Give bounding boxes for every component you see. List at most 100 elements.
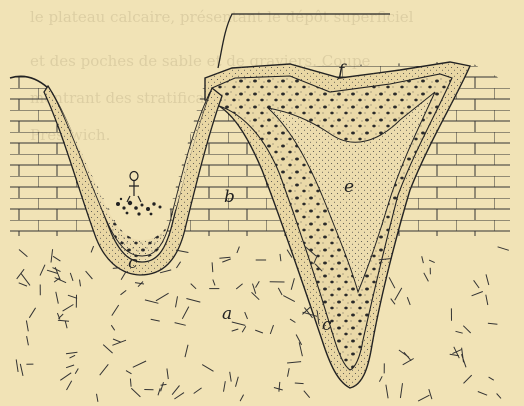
hatch-stroke xyxy=(135,283,144,284)
hatch-stroke xyxy=(429,260,435,263)
hatch-stroke xyxy=(70,355,76,358)
hatch-stroke xyxy=(391,299,395,305)
hatch-stroke xyxy=(291,278,294,290)
hatch-stroke xyxy=(232,329,239,331)
hatch-stroke xyxy=(464,375,472,383)
label-c-left: c xyxy=(128,253,138,273)
label-c-right: c xyxy=(322,315,332,335)
hatch-stroke xyxy=(295,383,304,384)
hatch-stroke xyxy=(237,247,240,253)
hatch-stroke xyxy=(111,325,114,330)
hatch-stroke xyxy=(462,354,467,367)
hatch-stroke xyxy=(253,284,256,294)
hatch-stroke xyxy=(472,292,483,296)
hatch-stroke xyxy=(176,250,188,252)
hatch-stroke xyxy=(17,269,24,279)
hatch-stroke xyxy=(130,379,131,387)
small-object-figure xyxy=(127,172,141,203)
hatch-stroke xyxy=(67,381,72,390)
hatch-stroke xyxy=(186,299,200,303)
hatch-stroke xyxy=(489,377,494,380)
hatch-stroke xyxy=(486,295,488,305)
label-a: a xyxy=(222,304,232,324)
hatch-stroke xyxy=(56,292,59,304)
hatch-stroke xyxy=(219,257,230,258)
hatch-stroke xyxy=(133,361,146,367)
hatch-stroke xyxy=(288,368,290,377)
hatch-stroke xyxy=(245,312,248,319)
hatch-stroke xyxy=(53,256,60,261)
hatch-stroke xyxy=(232,322,246,325)
hatch-stroke xyxy=(97,394,98,402)
hatch-stroke xyxy=(255,330,263,333)
hatch-stroke xyxy=(236,377,239,387)
hatch-stroke xyxy=(488,323,498,324)
hatch-stroke xyxy=(65,321,67,329)
hatch-stroke xyxy=(270,325,273,334)
hatch-stroke xyxy=(103,345,112,354)
hatch-stroke xyxy=(230,372,232,382)
hatch-stroke xyxy=(113,268,120,269)
hatch-stroke xyxy=(126,371,132,374)
hatch-stroke xyxy=(131,388,140,397)
hatch-stroke xyxy=(224,381,226,392)
hatch-stroke xyxy=(16,359,18,372)
hatch-stroke xyxy=(19,250,27,257)
hatch-stroke xyxy=(386,385,388,399)
lower-clay-hatching xyxy=(16,246,509,402)
hatch-stroke xyxy=(26,321,28,332)
hatch-stroke xyxy=(40,265,45,276)
hatch-stroke xyxy=(86,271,93,279)
hatch-stroke xyxy=(403,359,414,365)
hatch-stroke xyxy=(194,388,202,394)
hatch-stroke xyxy=(156,293,169,301)
hatch-stroke xyxy=(424,273,429,282)
hatch-stroke xyxy=(478,392,487,396)
hatch-stroke xyxy=(379,376,382,381)
hatch-stroke xyxy=(422,256,424,263)
hatch-stroke xyxy=(278,288,282,295)
hatch-stroke xyxy=(498,247,509,251)
hatch-stroke xyxy=(29,308,35,318)
hatch-stroke xyxy=(160,270,171,273)
hatch-stroke xyxy=(66,352,77,353)
hatch-stroke xyxy=(274,388,283,391)
hatch-stroke xyxy=(463,326,470,333)
hatch-stroke xyxy=(70,273,73,281)
hatch-stroke xyxy=(167,369,168,380)
hatch-stroke xyxy=(256,281,260,287)
hatch-stroke xyxy=(161,382,164,391)
hatch-stroke xyxy=(27,336,29,345)
hatch-stroke xyxy=(174,393,184,399)
hatch-stroke xyxy=(429,389,432,399)
hatch-stroke xyxy=(456,331,463,333)
hatch-stroke xyxy=(279,382,280,392)
label-e: e xyxy=(344,177,354,197)
hatch-stroke xyxy=(242,326,246,332)
hatch-stroke xyxy=(212,262,213,272)
hatch-stroke xyxy=(280,254,281,261)
hatch-stroke xyxy=(474,280,480,288)
hatch-stroke xyxy=(113,339,121,342)
hatch-stroke xyxy=(161,384,167,385)
hatch-stroke xyxy=(236,284,242,289)
hatch-stroke xyxy=(68,295,77,298)
hatch-stroke xyxy=(112,305,119,316)
hatch-stroke xyxy=(66,365,74,368)
hatch-stroke xyxy=(21,273,30,285)
hatch-stroke xyxy=(175,323,186,326)
hatch-stroke xyxy=(304,391,310,398)
hatch-stroke xyxy=(240,395,244,402)
hatch-stroke xyxy=(395,288,402,300)
hatch-stroke xyxy=(60,373,71,381)
hatch-stroke xyxy=(100,364,109,375)
faint-line-1: le plateau calcaire, présentant le dépôt… xyxy=(30,8,414,26)
hatch-stroke xyxy=(185,345,188,357)
hatch-stroke xyxy=(418,395,429,401)
hatch-stroke xyxy=(176,296,178,307)
hatch-stroke xyxy=(389,277,395,288)
hatch-stroke xyxy=(287,362,301,363)
hatch-stroke xyxy=(20,364,23,376)
hatch-stroke xyxy=(222,259,231,262)
hatch-stroke xyxy=(121,272,126,279)
